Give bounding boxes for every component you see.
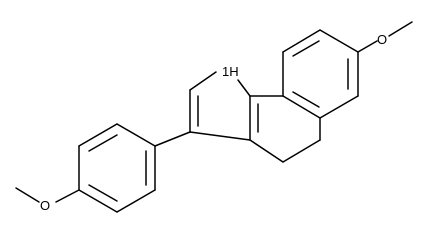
bond-to-methyl	[388, 21, 413, 37]
bond	[282, 139, 321, 163]
aryl-bond	[154, 131, 191, 147]
double-bond-inner	[88, 134, 118, 152]
bond-to-oxygen	[357, 40, 378, 53]
oxygen-label-left: O	[40, 198, 50, 213]
bond	[282, 95, 321, 119]
double-bond-inner	[292, 40, 320, 57]
benzo-ring	[282, 29, 359, 119]
structure-svg: O 1H	[15, 21, 413, 213]
oxygen-label-right: O	[377, 32, 387, 47]
double-bond-inner	[88, 184, 118, 202]
methoxy-right: O	[357, 21, 413, 53]
bond	[237, 79, 251, 97]
bond-to-oxygen	[55, 189, 80, 203]
nh-label: 1H	[222, 64, 239, 79]
bond	[78, 123, 118, 147]
aryl-ring	[78, 123, 156, 213]
bond	[78, 189, 118, 213]
bond-to-methyl	[15, 187, 40, 203]
pyrrole-ring: 1H	[189, 64, 251, 141]
bond	[189, 131, 251, 141]
bond	[116, 123, 156, 147]
methoxy-left: O	[15, 187, 80, 213]
bond	[282, 29, 321, 53]
bond	[189, 71, 217, 91]
bond	[249, 139, 284, 163]
bond	[319, 95, 359, 119]
double-bond-inner	[292, 91, 320, 108]
dihydro-ring	[249, 95, 321, 163]
bond	[319, 29, 359, 53]
molecule-diagram: O 1H	[15, 21, 413, 213]
bond	[116, 189, 156, 213]
